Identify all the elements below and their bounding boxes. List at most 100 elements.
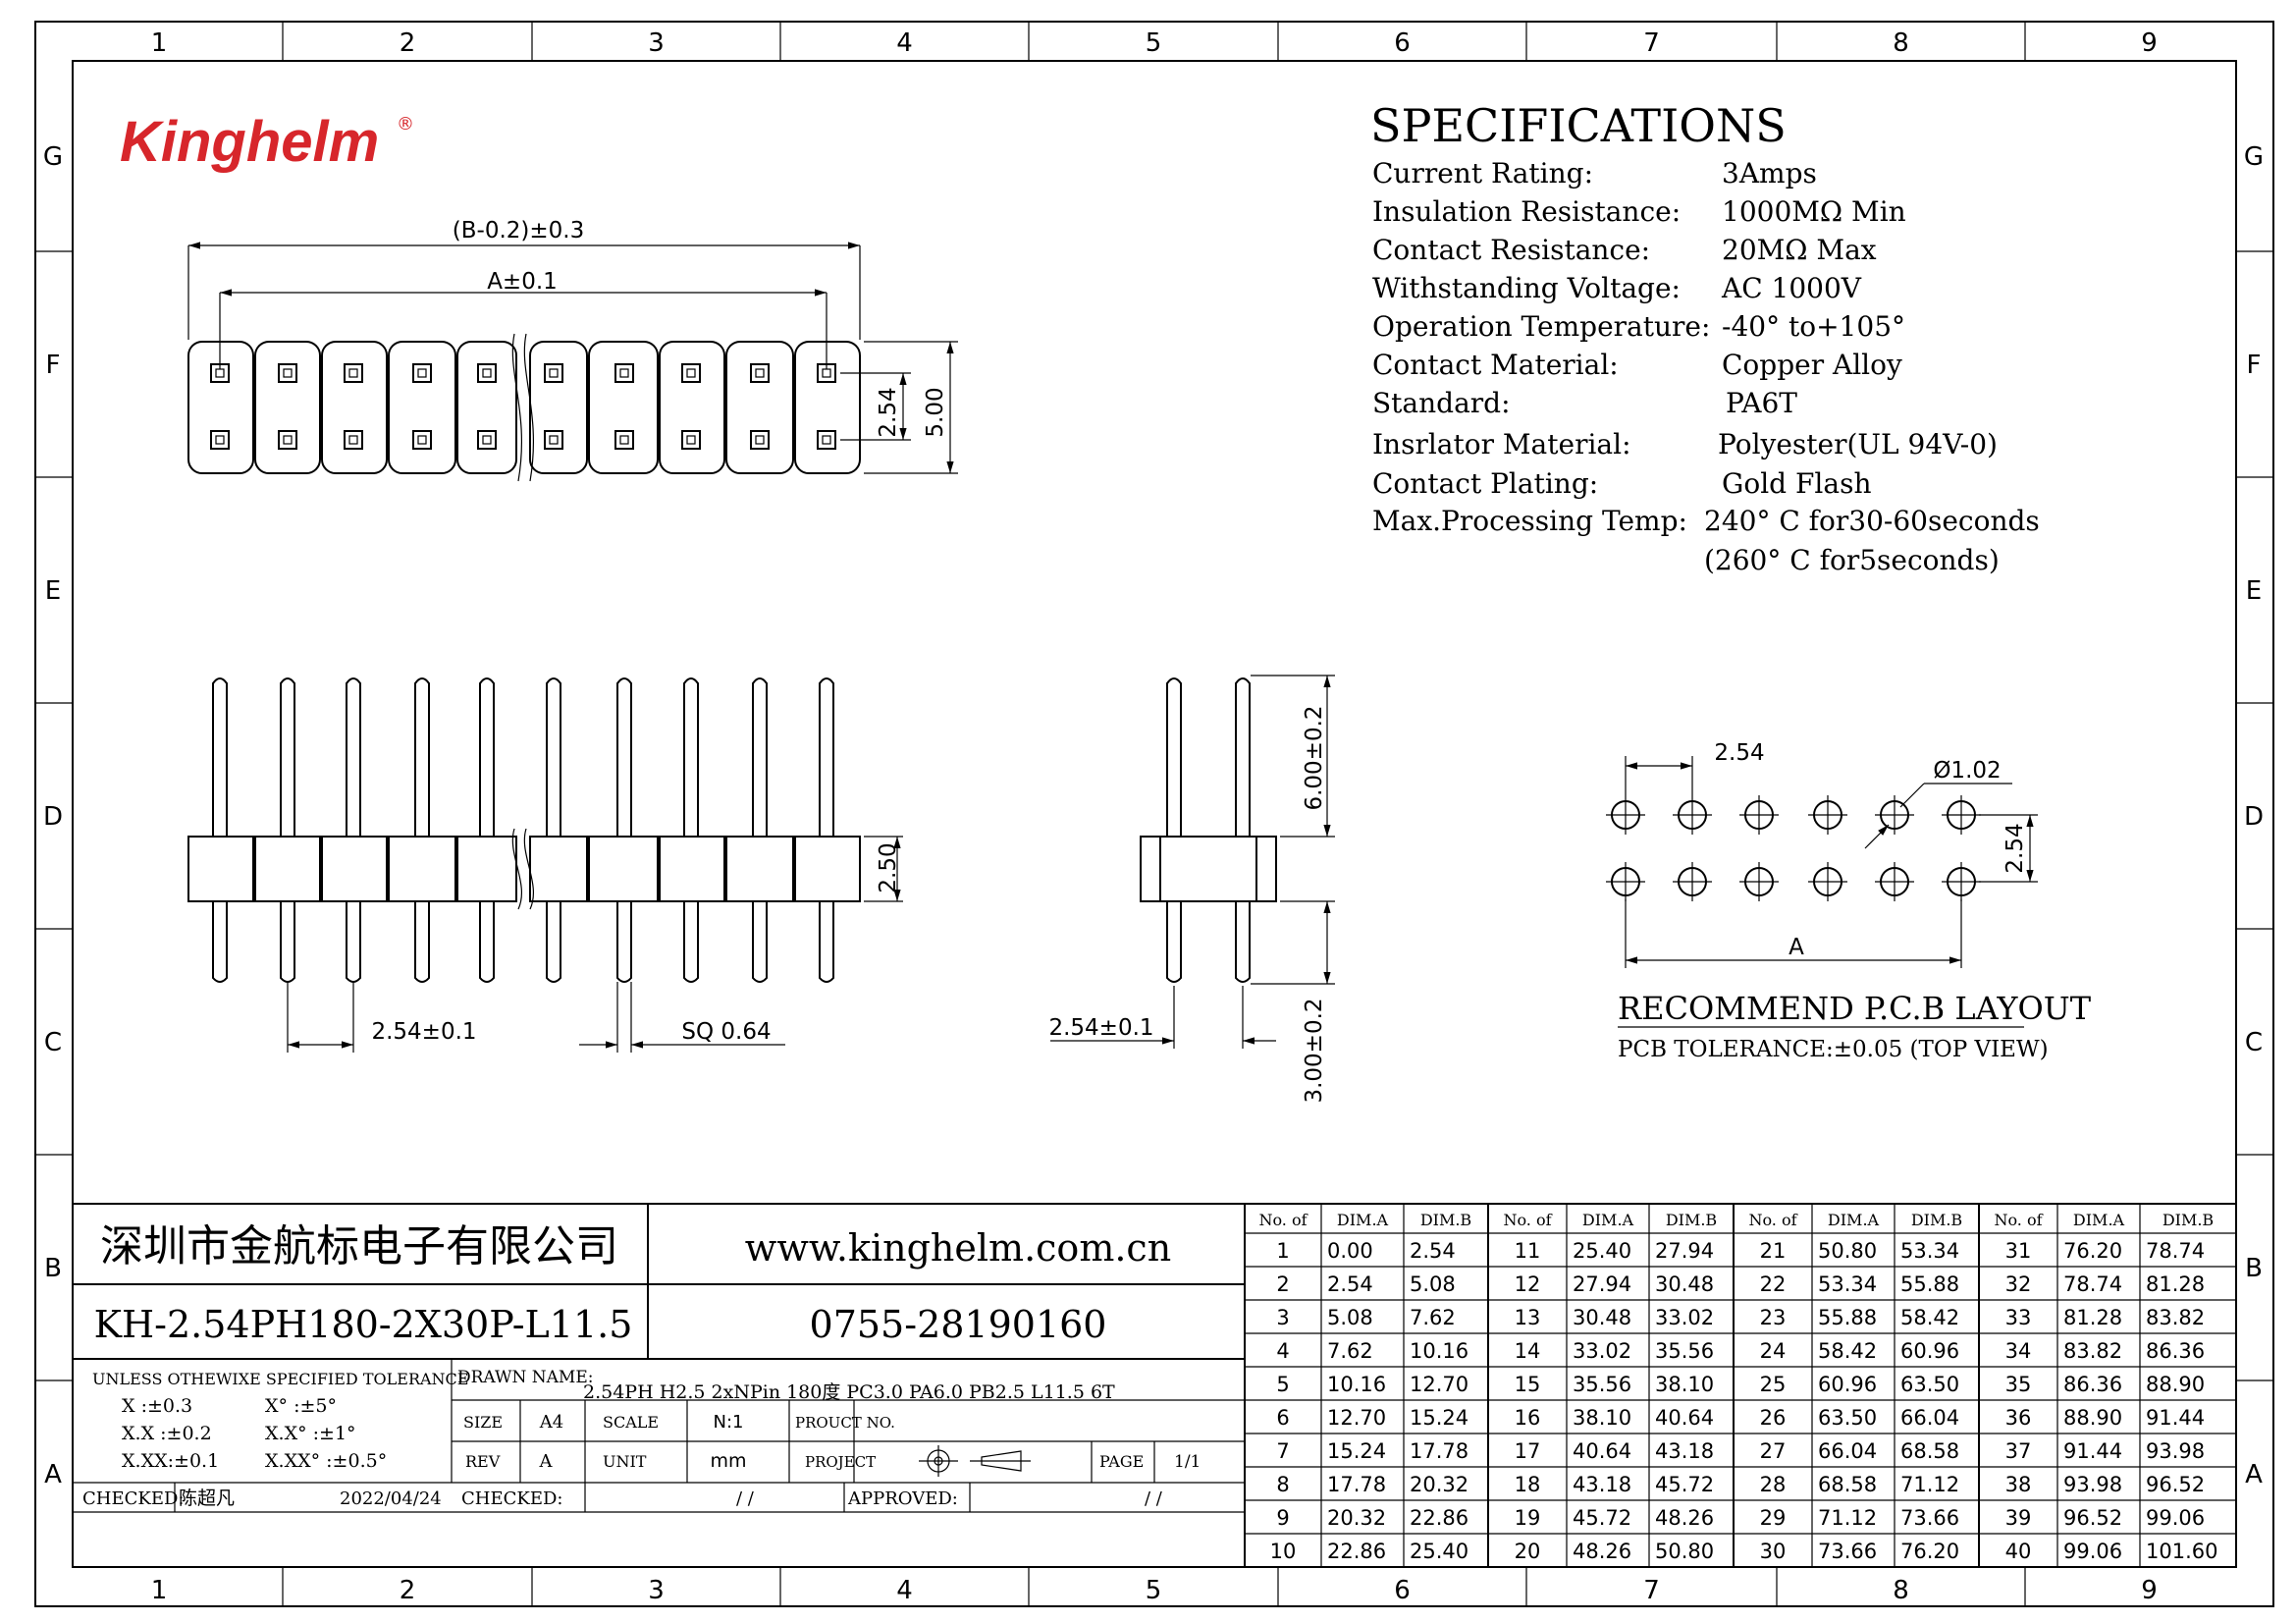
pin-lower [752,901,768,983]
table-header: DIM.B [1666,1211,1717,1229]
dim-pcb-pitch-x: 2.54 [1714,740,1764,766]
frame-col-label-top: 7 [1643,28,1660,58]
unit-label: UNIT [603,1452,647,1471]
frame-col-label-top: 6 [1394,28,1411,58]
table-cell-dim: 78.74 [2063,1272,2122,1296]
spec-value: Gold Flash [1722,467,1871,500]
housing-segment [588,341,659,474]
table-cell-dim: 76.20 [2063,1239,2122,1263]
pin-square-icon [278,430,297,450]
table-cell-dim: 15.24 [1410,1406,1468,1430]
table-cell-dim: 20.32 [1410,1473,1468,1496]
spec-label: Withstanding Voltage: [1372,272,1681,304]
projection-symbol-icon [919,1445,1031,1477]
pin-upper [346,677,361,837]
housing-block [254,836,321,902]
table-cell-no: 37 [2005,1439,2032,1463]
drawing-frame [34,21,2274,1607]
pin-lower [683,901,699,983]
spec-value: Copper Alloy [1722,349,1902,381]
housing-segment [456,341,517,474]
pin-square-icon [477,430,497,450]
table-header: DIM.A [1828,1211,1880,1229]
table-cell-dim: 45.72 [1573,1506,1631,1530]
pin-lower [212,901,228,983]
pcb-tolerance: PCB TOLERANCE:±0.05 (TOP VIEW) [1618,1037,2049,1062]
pin-upper [414,677,430,837]
table-cell-no: 39 [2005,1506,2032,1530]
spec-value: AC 1000V [1721,272,1862,304]
spec-value: 3Amps [1722,157,1817,189]
table-cell-no: 35 [2005,1373,2032,1396]
pin-square-icon [681,363,701,383]
housing-block [187,836,254,902]
frame-zone-ticks [35,22,2273,1606]
checked-label: CHECKED: [82,1488,184,1509]
table-cell-no: 9 [1276,1506,1289,1530]
table-cell-dim: 48.26 [1573,1540,1631,1563]
pin-upper [616,677,632,837]
spec-label: Operation Temperature: [1372,310,1710,343]
spec-label: Standard: [1372,387,1511,419]
table-cell-dim: 27.94 [1573,1272,1631,1296]
table-cell-dim: 10.16 [1327,1373,1386,1396]
table-cell-dim: 53.34 [1900,1239,1959,1263]
frame-col-label-bottom: 8 [1893,1576,1909,1605]
pcb-layout-title: RECOMMEND P.C.B LAYOUT [1618,990,2092,1027]
checked2-label: CHECKED: [461,1488,562,1509]
frame-col-label-top: 4 [896,28,913,58]
table-cell-dim: 12.70 [1410,1373,1468,1396]
table-cell-dim: 91.44 [2146,1406,2205,1430]
table-cell-no: 38 [2005,1473,2032,1496]
table-cell-dim: 88.90 [2063,1406,2122,1430]
housing-segment [321,341,388,474]
company-name: 深圳市金航标电子有限公司 [100,1221,618,1271]
dim-pin-square: SQ 0.64 [681,1019,771,1045]
pin-upper [280,677,295,837]
top-view-drawing [187,242,958,482]
checked2-date-slash: / / [736,1488,755,1509]
table-cell-dim: 93.98 [2063,1473,2122,1496]
spec-value: 240° C for30-60seconds [1704,505,2040,537]
dim-side-upper: 6.00±0.2 [1302,705,1327,810]
side-view-drawing [1050,675,1335,1049]
tolerance-linear: X.X :±0.2 [122,1423,212,1444]
frame-row-label-right: D [2244,802,2264,832]
table-cell-dim: 2.54 [1327,1272,1373,1296]
pin-square-icon [750,430,770,450]
pin-square-icon [817,430,836,450]
table-cell-dim: 30.48 [1655,1272,1714,1296]
frame-row-label-right: A [2245,1460,2263,1489]
company-phone: 0755-28190160 [810,1303,1107,1346]
spec-label: Insrlator Material: [1372,428,1631,460]
housing-block [588,836,659,902]
spec-value: PA6T [1726,387,1797,419]
table-cell-dim: 73.66 [1900,1506,1959,1530]
tolerance-linear: X.XX:±0.1 [122,1450,219,1472]
pin-square-icon [544,363,563,383]
dim-pcb-pitch-y: 2.54 [2002,823,2028,873]
spec-label: Contact Material: [1372,349,1619,381]
table-cell-dim: 53.34 [1818,1272,1877,1296]
frame-row-label-left: E [45,576,61,606]
pin-square-icon [344,430,363,450]
table-cell-dim: 33.02 [1573,1339,1631,1363]
spec-label: Contact Plating: [1372,467,1598,500]
table-header: DIM.B [2163,1211,2214,1229]
dim-housing-height: 2.50 [876,842,901,893]
frame-row-label-right: E [2246,576,2262,606]
table-cell-dim: 86.36 [2146,1339,2205,1363]
frame-row-label-left: G [43,142,63,172]
spec-value: 20MΩ Max [1722,234,1877,266]
drawn-name: 2.54PH H2.5 2xNPin 180度 PC3.0 PA6.0 PB2.… [583,1381,1115,1403]
table-cell-dim: 76.20 [1900,1540,1959,1563]
table-header: DIM.A [1582,1211,1634,1229]
table-cell-no: 28 [1760,1473,1787,1496]
table-cell-dim: 86.36 [2063,1373,2122,1396]
frame-row-label-right: G [2244,142,2264,172]
table-cell-dim: 60.96 [1900,1339,1959,1363]
table-cell-dim: 63.50 [1900,1373,1959,1396]
table-cell-dim: 99.06 [2146,1506,2205,1530]
